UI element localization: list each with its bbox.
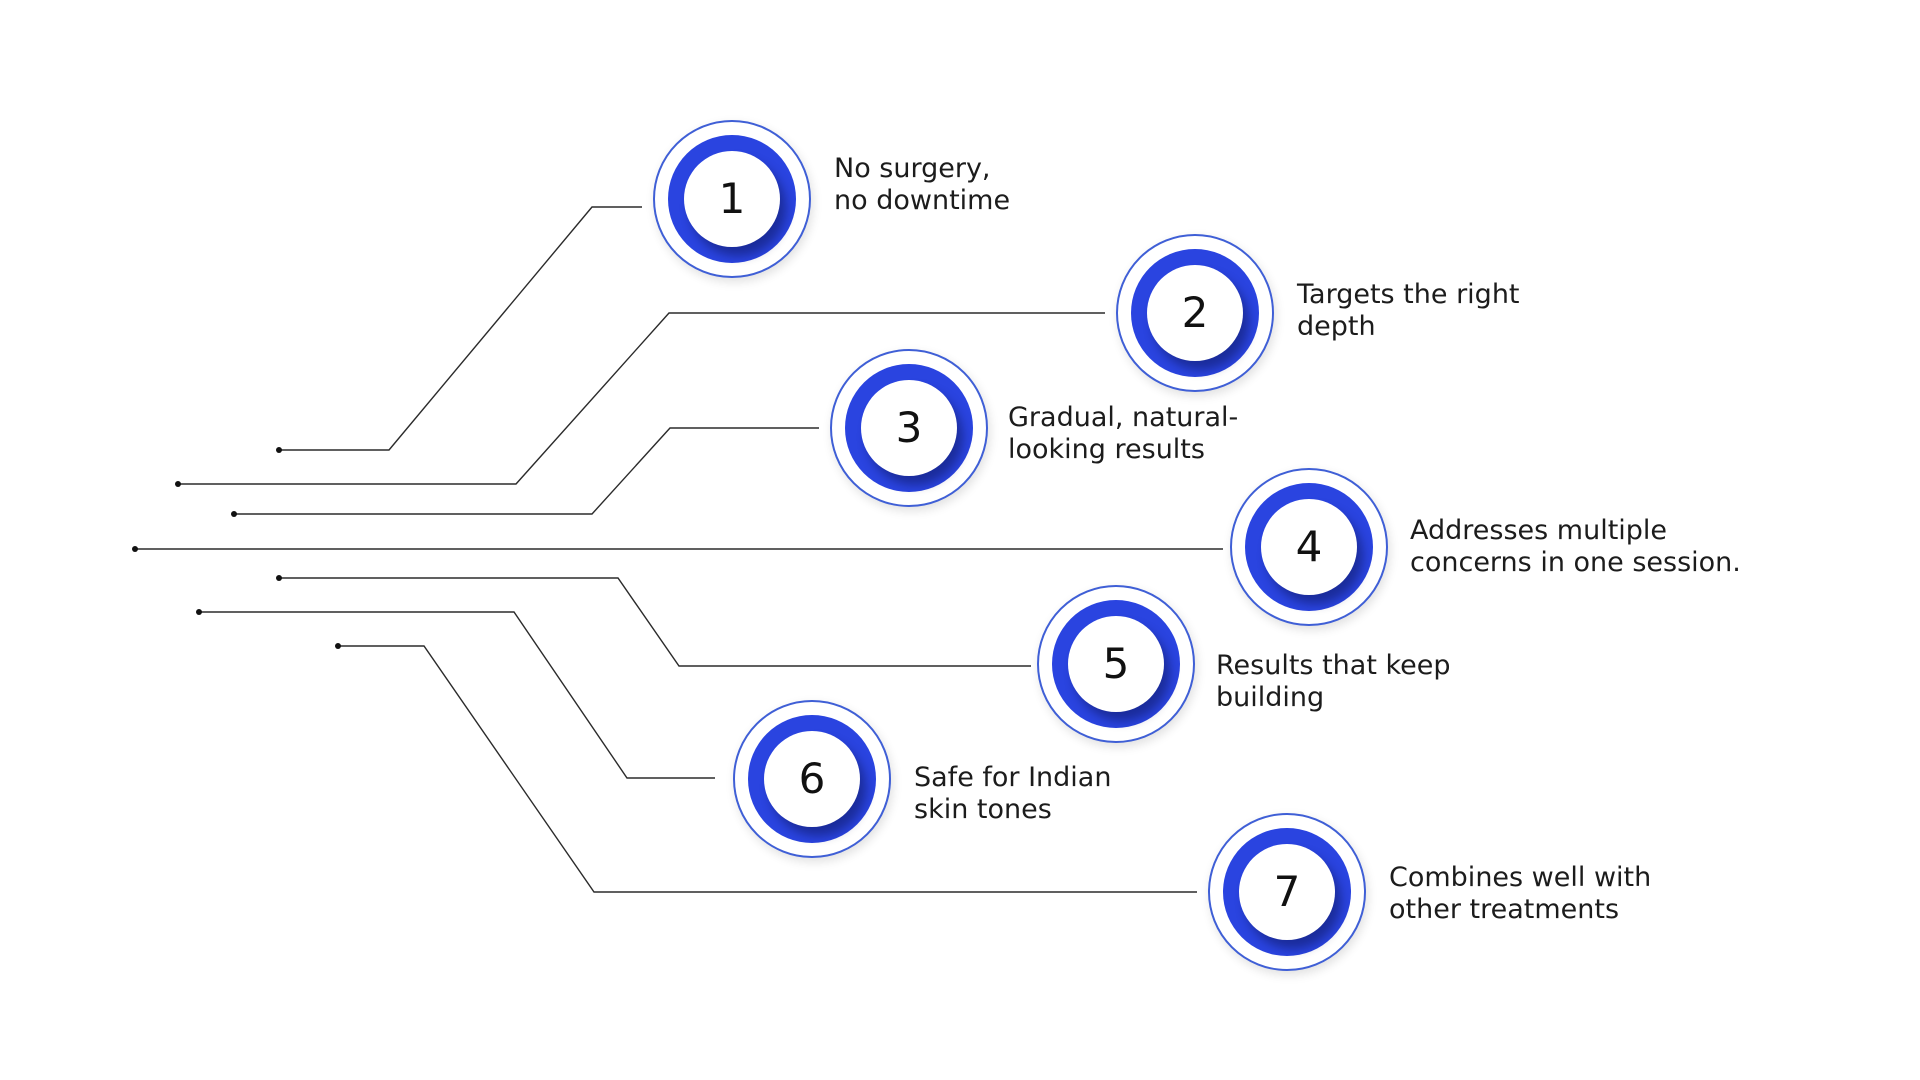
connector-line-6 [199, 611, 715, 779]
step-3-inner-disc: 3 [861, 380, 957, 476]
step-6-inner-disc: 6 [764, 731, 860, 827]
step-5-caption-line-1: Results that keep [1216, 650, 1451, 681]
step-3-number: 3 [895, 403, 923, 452]
step-1-inner-disc: 1 [684, 151, 780, 247]
connector-line-1 [279, 206, 642, 451]
step-7-caption: Combines well with other treatments [1389, 862, 1651, 926]
step-2-inner-disc: 2 [1147, 265, 1243, 361]
step-7-caption-line-1: Combines well with [1389, 862, 1652, 893]
connector-line-5 [279, 577, 1031, 667]
connector-endpoint-4 [132, 546, 138, 552]
step-3-caption-line-2: looking results [1008, 434, 1205, 465]
step-6-number: 6 [798, 754, 826, 803]
step-5-number: 5 [1102, 639, 1130, 688]
step-6-badge: 6 [733, 700, 891, 858]
step-2-number: 2 [1181, 288, 1209, 337]
step-4-number: 4 [1295, 522, 1323, 571]
step-2-caption-line-2: depth [1297, 311, 1376, 342]
step-7-caption-line-2: other treatments [1389, 894, 1620, 925]
step-6-caption-line-2: skin tones [914, 794, 1052, 825]
step-7-inner-disc: 7 [1239, 844, 1335, 940]
step-4-caption-line-2: concerns in one session. [1410, 547, 1741, 578]
connector-endpoint-7 [335, 643, 341, 649]
step-5-inner-disc: 5 [1068, 616, 1164, 712]
step-2-badge: 2 [1116, 234, 1274, 392]
step-1-badge: 1 [653, 120, 811, 278]
step-1-caption-line-1: No surgery, [834, 153, 991, 184]
connector-line-2 [178, 312, 1105, 485]
connector-endpoint-6 [196, 609, 202, 615]
step-5-caption: Results that keep building [1216, 650, 1451, 714]
step-4-inner-disc: 4 [1261, 499, 1357, 595]
step-1-number: 1 [718, 174, 746, 223]
step-3-caption: Gradual, natural- looking results [1008, 402, 1238, 466]
connector-endpoint-3 [231, 511, 237, 517]
step-6-caption-line-1: Safe for Indian [914, 762, 1112, 793]
step-4-caption-line-1: Addresses multiple [1410, 515, 1668, 546]
step-1-caption-line-2: no downtime [834, 185, 1011, 216]
step-3-caption-line-1: Gradual, natural- [1008, 402, 1239, 433]
step-7-badge: 7 [1208, 813, 1366, 971]
step-4-badge: 4 [1230, 468, 1388, 626]
step-2-caption-line-1: Targets the right [1297, 279, 1520, 310]
connector-endpoint-5 [276, 575, 282, 581]
step-5-caption-line-2: building [1216, 682, 1325, 713]
step-4-caption: Addresses multiple concerns in one sessi… [1410, 515, 1741, 579]
connector-endpoint-2 [175, 481, 181, 487]
step-3-badge: 3 [830, 349, 988, 507]
step-7-number: 7 [1273, 867, 1301, 916]
step-2-caption: Targets the right depth [1297, 279, 1520, 343]
connector-endpoint-1 [276, 447, 282, 453]
step-5-badge: 5 [1037, 585, 1195, 743]
step-1-caption: No surgery, no downtime [834, 153, 1010, 217]
connector-line-3 [234, 427, 819, 515]
connector-line-7 [338, 645, 1197, 893]
step-6-caption: Safe for Indian skin tones [914, 762, 1111, 826]
